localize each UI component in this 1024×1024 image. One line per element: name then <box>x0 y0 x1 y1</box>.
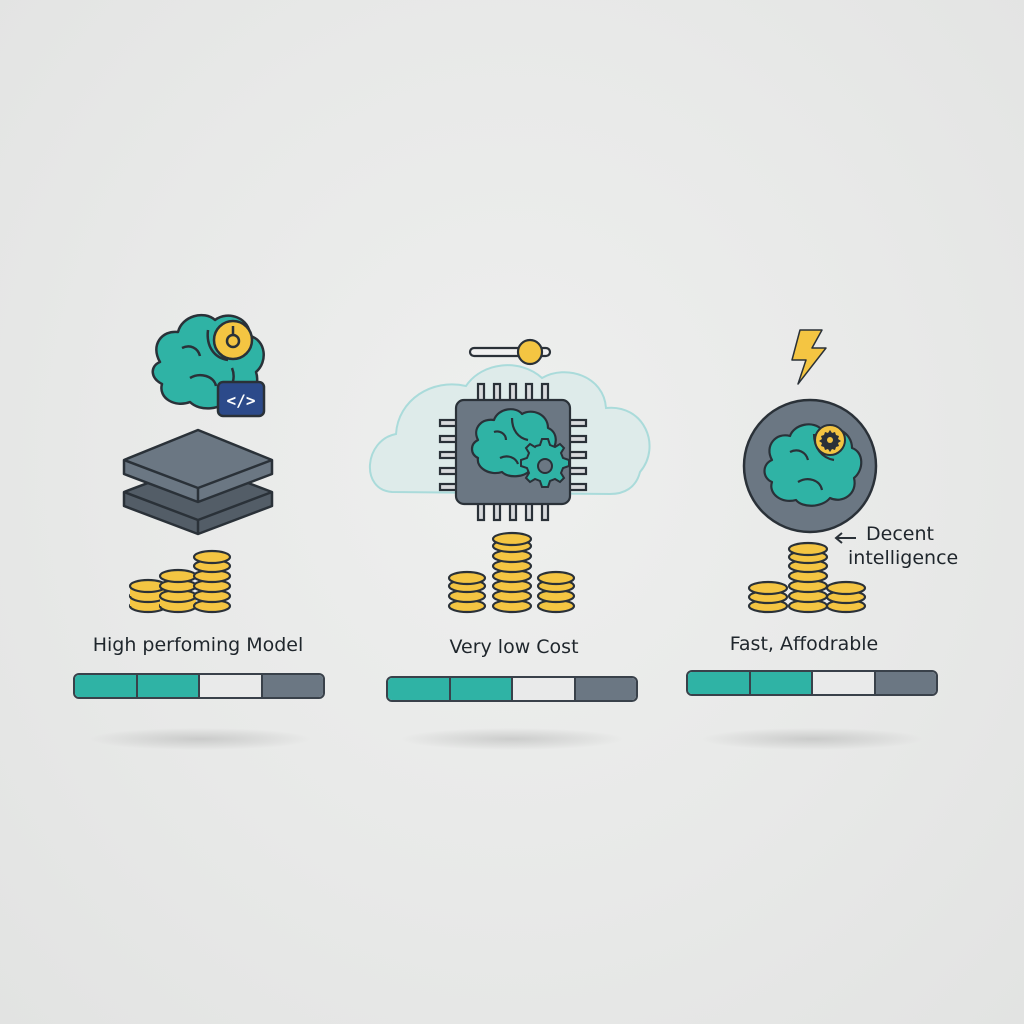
bar-segment <box>688 672 751 694</box>
bar-segment <box>262 675 323 697</box>
bar-segment <box>750 672 813 694</box>
bar-segment <box>575 678 636 700</box>
panel-1-label: High perfoming Model <box>92 634 304 656</box>
svg-text:</>: </> <box>227 391 256 410</box>
panel-1-bar <box>73 673 325 699</box>
panel-1-shadow <box>90 728 310 750</box>
bar-segment <box>388 678 451 700</box>
annotation-line-2: intelligence <box>848 547 959 569</box>
panel-2-bar <box>386 676 638 702</box>
panel-3-label: Fast, Affodrable <box>729 633 879 655</box>
bar-segment <box>813 672 876 694</box>
bar-segment <box>200 675 263 697</box>
panel-3-bar <box>686 670 938 696</box>
panel-2-label: Very low Cost <box>449 636 579 658</box>
coins-icon <box>447 531 576 614</box>
gear-icon <box>520 438 570 488</box>
bar-segment <box>450 678 513 700</box>
coins-icon <box>747 541 867 614</box>
arrow-left-icon <box>834 532 856 544</box>
bar-segment <box>137 675 200 697</box>
annotation-line-1: Decent <box>866 523 934 545</box>
bar-segment <box>513 678 576 700</box>
slider-icon <box>468 338 552 366</box>
code-icon: </> <box>216 380 266 418</box>
lightning-icon <box>791 329 827 385</box>
gear-icon <box>814 424 846 456</box>
layers-icon <box>122 428 274 536</box>
bar-segment <box>75 675 138 697</box>
coins-icon <box>128 549 232 614</box>
panel-3-shadow <box>702 728 922 750</box>
panel-2-shadow <box>402 728 622 750</box>
bar-segment <box>875 672 936 694</box>
power-icon <box>212 319 254 361</box>
decent-intelligence-annotation: Decent intelligence <box>848 522 958 570</box>
brain-icon <box>763 423 863 507</box>
